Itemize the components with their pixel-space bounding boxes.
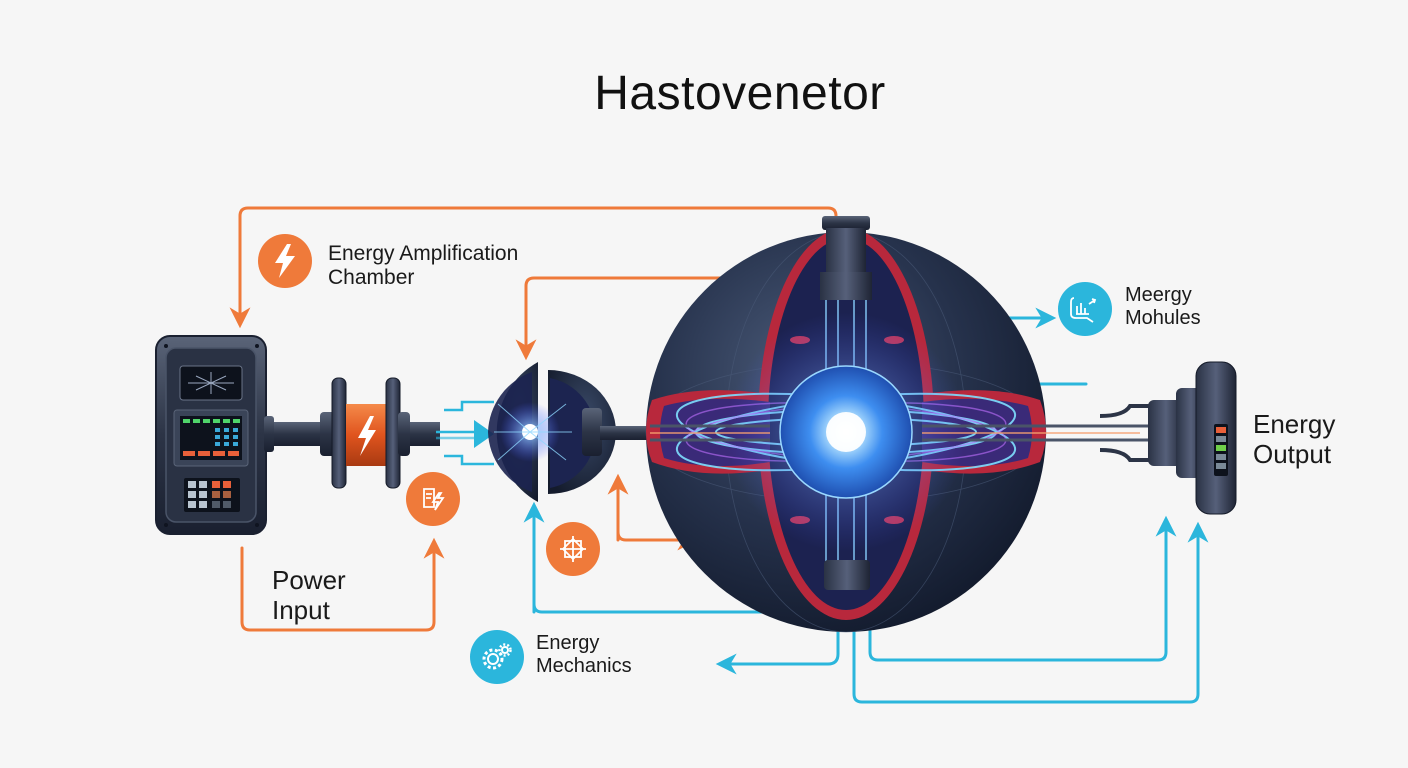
label-line: Energy (1253, 409, 1336, 439)
label-line: Input (272, 594, 330, 625)
power-input-label: Power Input (272, 565, 346, 626)
label-line: Power (272, 565, 346, 595)
reactor-sphere (645, 216, 1150, 633)
module-chart-icon (1058, 282, 1112, 336)
gears-icon (470, 630, 524, 684)
label-line: Output (1253, 438, 1332, 469)
lightning-bolt-icon (258, 234, 312, 288)
label-line: Chamber (328, 266, 415, 290)
drive-shaft (264, 416, 440, 452)
document-bolt-icon (406, 472, 460, 526)
diagram-title: Hastovenetor (594, 67, 886, 120)
power-coil (320, 377, 410, 489)
label-line: Energy (536, 632, 600, 654)
energy-amplification-chamber-label: Energy Amplification Chamber (328, 242, 518, 290)
label-line: Energy Amplification (328, 242, 519, 265)
meergy-mohules-label: Meergy Mohules (1125, 284, 1201, 330)
lightning-bolt-icon (358, 416, 376, 456)
label-line: Meergy (1125, 284, 1192, 306)
energy-mechanics-label: Energy Mechanics (536, 632, 632, 678)
control-panel (155, 335, 267, 535)
label-line: Mechanics (536, 655, 632, 677)
crosshair-target-icon (546, 522, 600, 576)
orange-flow-lines (229, 206, 838, 632)
focusing-hemisphere (488, 362, 650, 502)
output-turbine (1099, 361, 1237, 515)
energy-output-label: Energy Output (1253, 409, 1336, 470)
label-line: Mohules (1125, 307, 1201, 329)
blue-flow-lines (523, 307, 1209, 704)
